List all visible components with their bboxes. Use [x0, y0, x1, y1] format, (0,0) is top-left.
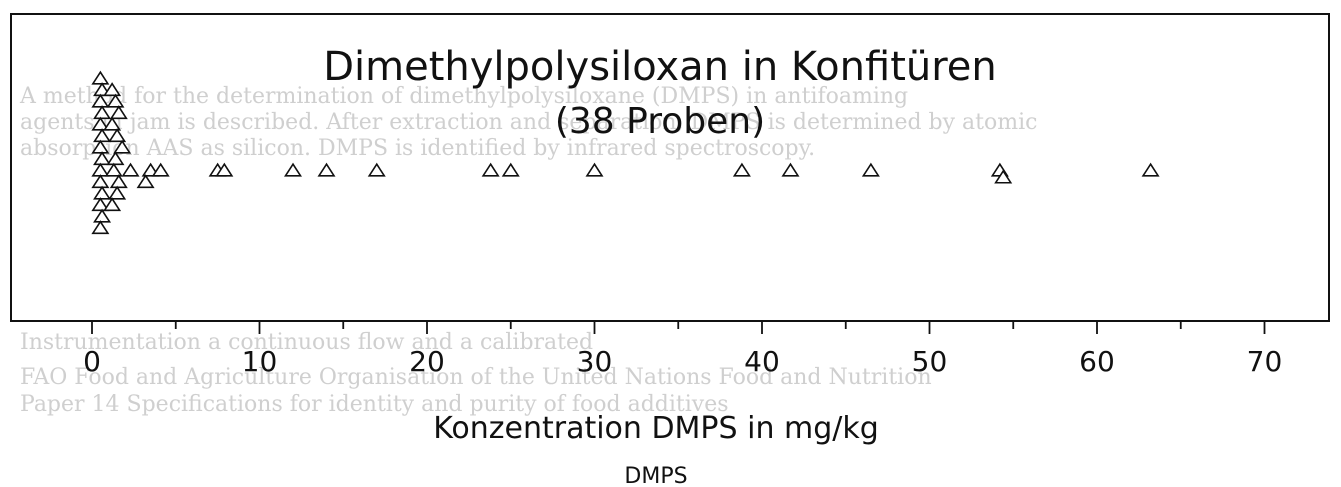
data-point-triangle — [732, 162, 751, 177]
data-point-triangle — [91, 93, 110, 108]
data-point-triangle — [91, 139, 110, 154]
data-point-triangle — [91, 220, 110, 235]
data-point-triangle — [103, 197, 122, 212]
chart-title: Dimethylpolysiloxan in Konfitüren — [323, 44, 997, 90]
data-points — [91, 70, 1160, 235]
x-tick-label: 0 — [83, 345, 101, 378]
x-tick-label: 60 — [1079, 345, 1115, 378]
data-point-triangle — [91, 162, 110, 177]
data-point-triangle — [136, 174, 155, 189]
data-point-triangle — [103, 82, 122, 97]
data-point-triangle — [151, 162, 170, 177]
x-axis-tick-labels: 0 10 20 30 40 50 60 70 — [83, 345, 1282, 378]
data-point-triangle — [93, 128, 112, 143]
data-point-triangle — [317, 162, 336, 177]
x-tick-label: 50 — [912, 345, 948, 378]
data-point-triangle — [103, 116, 122, 131]
chart-caption: DMPS — [624, 464, 687, 487]
data-point-triangle — [109, 105, 128, 120]
data-point-triangle — [861, 162, 880, 177]
data-point-triangle — [215, 162, 234, 177]
data-point-triangle — [108, 185, 127, 200]
x-tick-label: 10 — [242, 345, 278, 378]
x-tick-label: 40 — [744, 345, 780, 378]
data-point-triangle — [91, 70, 110, 85]
data-point-triangle — [108, 128, 127, 143]
data-point-triangle — [91, 116, 110, 131]
data-point-triangle — [93, 185, 112, 200]
x-axis-label: Konzentration DMPS in mg/kg — [433, 411, 879, 446]
data-point-triangle — [93, 151, 112, 166]
data-point-triangle — [781, 162, 800, 177]
x-axis-ticks — [91, 321, 1266, 334]
data-point-triangle — [93, 105, 112, 120]
data-point-triangle — [994, 169, 1013, 184]
data-point-triangle — [93, 208, 112, 223]
data-point-triangle — [106, 151, 125, 166]
data-point-triangle — [91, 174, 110, 189]
data-point-triangle — [121, 162, 140, 177]
data-point-triangle — [104, 162, 123, 177]
data-point-triangle — [501, 162, 520, 177]
data-point-triangle — [283, 162, 303, 177]
data-point-triangle — [106, 93, 125, 108]
data-point-triangle — [481, 162, 500, 177]
data-point-triangle — [1141, 162, 1160, 177]
data-point-triangle — [113, 139, 132, 154]
data-point-triangle — [585, 162, 604, 177]
x-tick-label: 70 — [1247, 345, 1283, 378]
data-point-triangle — [91, 197, 110, 212]
data-point-triangle — [367, 162, 386, 177]
x-tick-label: 30 — [577, 345, 613, 378]
data-point-triangle — [109, 174, 128, 189]
chart-subtitle: (38 Proben) — [555, 101, 765, 142]
x-tick-label: 20 — [409, 345, 445, 378]
